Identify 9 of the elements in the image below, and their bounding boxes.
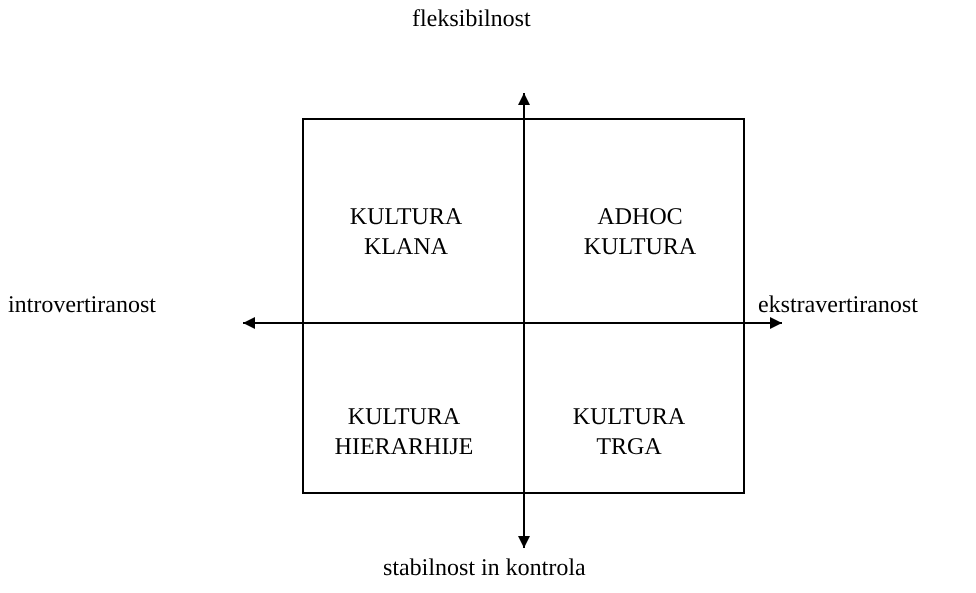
quadrant-label: ADHOC KULTURA	[565, 202, 715, 262]
quadrant-label: KULTURA HIERARHIJE	[329, 402, 479, 462]
axis-label: fleksibilnost	[412, 5, 531, 34]
matrix-box	[302, 118, 745, 494]
axis-label: ekstravertiranost	[758, 291, 918, 320]
axis-label: stabilnost in kontrola	[383, 554, 586, 583]
quadrant-label: KULTURA KLANA	[331, 202, 481, 262]
quadrant-label: KULTURA TRGA	[554, 402, 704, 462]
axis-label: introvertiranost	[8, 291, 156, 320]
